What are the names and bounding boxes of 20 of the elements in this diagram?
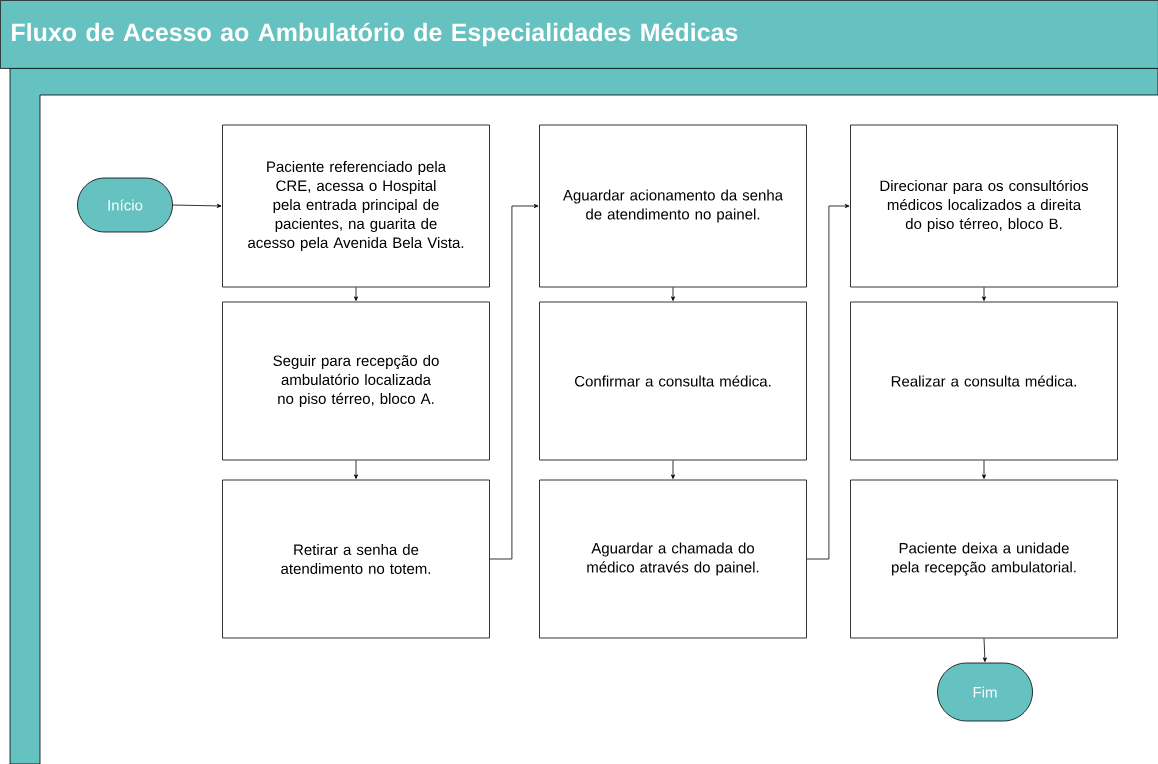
process-box: Aguardar acionamento da senha de atendimento no painel. bbox=[539, 124, 807, 288]
arrow bbox=[982, 638, 987, 662]
arrow bbox=[354, 287, 358, 301]
process-box: Aguardar a chamada do médico através do painel. bbox=[539, 479, 807, 639]
process-box: Paciente deixa a unidade pela recepção ambulatorial. bbox=[850, 479, 1118, 639]
arrow bbox=[489, 204, 539, 560]
title-bar: Fluxo de Acesso ao Ambulatório de Especialidades Médicas bbox=[0, 0, 1158, 69]
arrow bbox=[354, 460, 358, 479]
arrow bbox=[671, 460, 675, 479]
arrow bbox=[806, 204, 850, 560]
process-box: Confirmar a consulta médica. bbox=[539, 301, 807, 461]
process-box: Direcionar para os consultórios médicos localizados a direita do piso térreo, bloco B. bbox=[850, 124, 1118, 288]
arrow bbox=[982, 460, 986, 479]
arrow bbox=[172, 203, 222, 208]
arrow bbox=[982, 287, 986, 301]
process-box: Seguir para recepção do ambulatório localizada no piso térreo, bloco A. bbox=[222, 301, 490, 461]
process-box: Retirar a senha de atendimento no totem. bbox=[222, 479, 490, 639]
process-box: Realizar a consulta médica. bbox=[850, 301, 1118, 461]
process-box: Paciente referenciado pela CRE, acessa o Hospital pela entrada principal de pacientes, na guarita de acesso pela Avenida Bela Vista. bbox=[222, 124, 490, 288]
arrow bbox=[671, 287, 675, 301]
